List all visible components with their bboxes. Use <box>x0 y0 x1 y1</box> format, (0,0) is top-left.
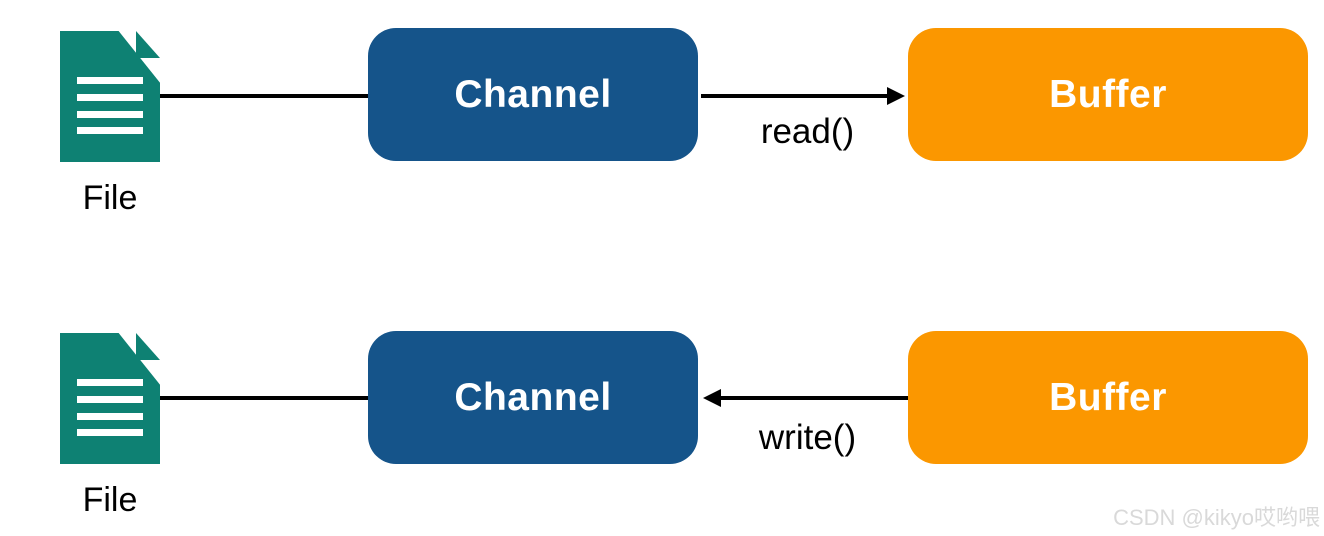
read-arrowhead-icon <box>887 87 905 105</box>
buffer-node: Buffer <box>908 331 1308 464</box>
read-flow-row: File Channel read() Buffer <box>60 28 1308 217</box>
write-arrow-line <box>720 396 910 400</box>
file-icon-fold-flap <box>136 333 160 360</box>
file-icon <box>60 31 160 162</box>
file-channel-connector-line <box>160 94 370 98</box>
file-icon-fold-flap <box>136 31 160 58</box>
file-channel-connector-line <box>160 396 370 400</box>
file-icon-text-lines <box>77 77 143 134</box>
channel-node: Channel <box>368 331 698 464</box>
write-operation-label: write() <box>758 418 857 457</box>
buffer-node-label: Buffer <box>1049 72 1167 116</box>
channel-node: Channel <box>368 28 698 161</box>
file-icon <box>60 333 160 464</box>
write-arrowhead-icon <box>703 389 721 407</box>
file-label: File <box>82 179 138 217</box>
read-arrow-line <box>701 94 889 98</box>
file-icon-text-lines <box>77 379 143 436</box>
file-label: File <box>82 481 138 519</box>
channel-node-label: Channel <box>454 375 612 419</box>
read-operation-label: read() <box>760 112 855 151</box>
write-flow-row: File Channel write() Buffer <box>0 302 1324 536</box>
buffer-node-label: Buffer <box>1049 375 1167 419</box>
watermark: CSDN @kikyo哎哟喂 <box>1113 505 1320 530</box>
channel-node-label: Channel <box>454 72 612 116</box>
buffer-node: Buffer <box>908 28 1308 161</box>
